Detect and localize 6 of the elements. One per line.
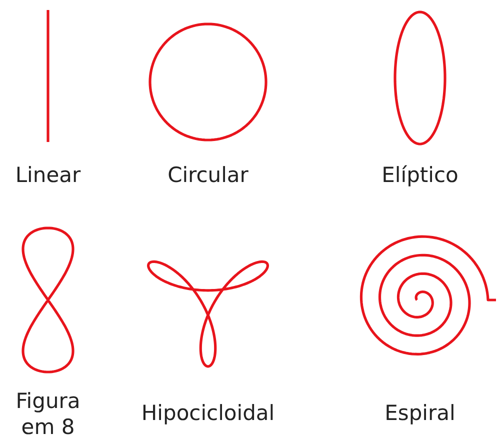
shape-caption: Figura em 8 xyxy=(14,388,82,440)
shape-caption: Linear xyxy=(14,162,82,188)
shape-caption: Hipocicloidal xyxy=(140,400,276,426)
shape-caption: Elíptico xyxy=(380,162,460,188)
shape-caption: Espiral xyxy=(384,400,456,426)
shape-caption: Circular xyxy=(166,162,250,188)
